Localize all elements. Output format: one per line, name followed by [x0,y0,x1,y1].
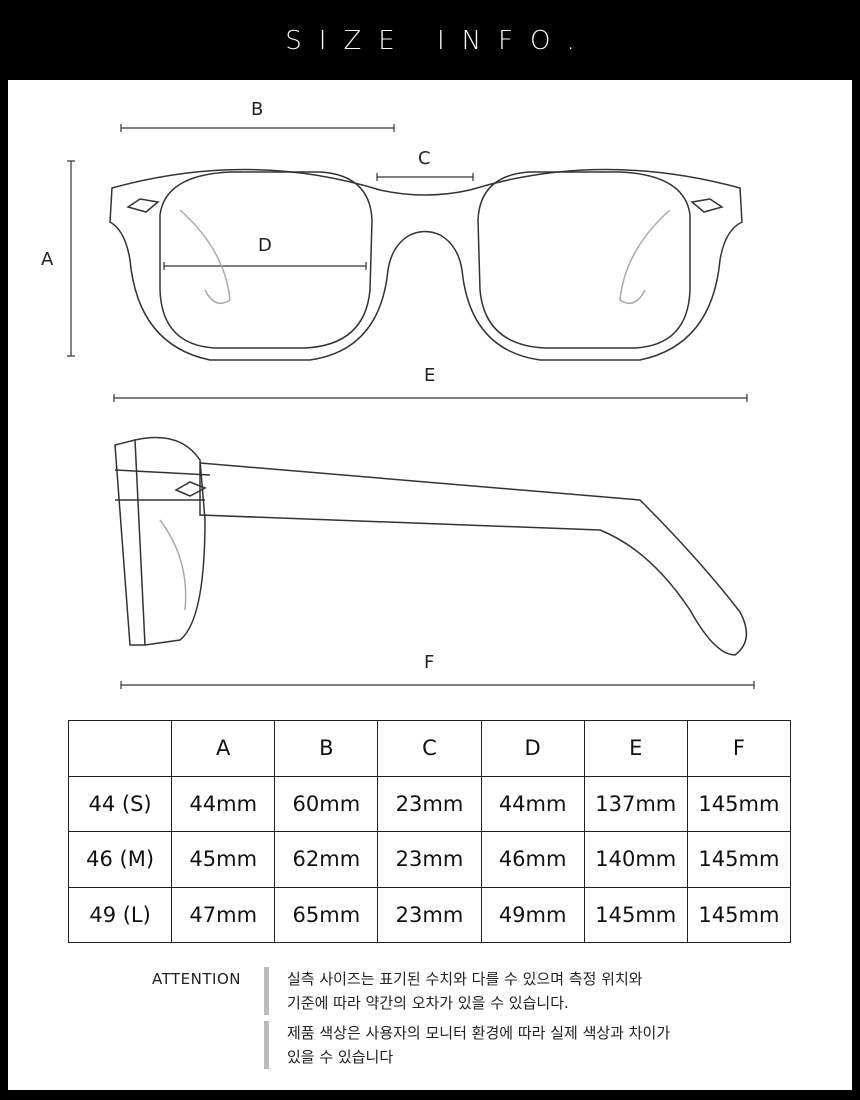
note-line: 있을 수 있습니다 [287,1048,394,1066]
size-cell: 49 (L) [67,886,173,943]
front-view [109,168,743,361]
attention-label: ATTENTION [152,970,241,988]
header-cell: F [686,720,792,777]
table-row: 46 (M) 45mm 62mm 23mm 46mm 140mm 145mm [67,831,792,888]
label-e: E [424,365,436,386]
value-cell: 46mm [480,831,585,888]
header-cell: E [583,720,688,777]
header-cell: A [171,720,276,777]
value-cell: 60mm [274,775,379,832]
header-cell: C [377,720,482,777]
header-cell: B [274,720,379,777]
value-cell: 65mm [274,886,379,943]
value-cell: 23mm [377,831,482,888]
value-cell: 62mm [274,831,379,888]
value-cell: 23mm [377,886,482,943]
attention-note: 제품 색상은 사용자의 모니터 환경에 따라 실제 색상과 차이가 있을 수 있… [264,1021,670,1069]
table-row: 44 (S) 44mm 60mm 23mm 44mm 137mm 145mm [67,775,792,832]
value-cell: 44mm [480,775,585,832]
label-c: C [418,148,431,169]
label-f: F [424,652,435,673]
note-line: 실측 사이즈는 표기된 수치와 다를 수 있으며 측정 위치와 [287,970,643,988]
table-header-row: A B C D E F [67,720,792,777]
value-cell: 23mm [377,775,482,832]
table-row: 49 (L) 47mm 65mm 23mm 49mm 145mm 145mm [67,886,792,943]
value-cell: 49mm [480,886,585,943]
size-table: A B C D E F 44 (S) 44mm 60mm 23mm 44mm 1… [67,720,792,943]
value-cell: 137mm [583,775,688,832]
note-line: 제품 색상은 사용자의 모니터 환경에 따라 실제 색상과 차이가 [287,1024,671,1042]
glasses-diagram [67,124,755,689]
attention-note: 실측 사이즈는 표기된 수치와 다를 수 있으며 측정 위치와 기준에 따라 약… [264,967,643,1015]
size-cell: 44 (S) [67,775,173,832]
value-cell: 145mm [686,886,792,943]
side-view [114,436,748,656]
header-cell: D [480,720,585,777]
label-b: B [251,99,264,120]
page-title: SIZE INFO. [285,26,592,56]
value-cell: 145mm [686,831,792,888]
size-cell: 46 (M) [67,831,173,888]
value-cell: 140mm [583,831,688,888]
label-a: A [41,249,54,270]
value-cell: 145mm [583,886,688,943]
label-d: D [258,235,272,256]
dimension-lines [67,124,755,689]
value-cell: 44mm [171,775,276,832]
note-line: 기준에 따라 약간의 오차가 있을 수 있습니다. [287,994,569,1012]
header-cell [67,720,173,777]
value-cell: 145mm [686,775,792,832]
value-cell: 47mm [171,886,276,943]
value-cell: 45mm [171,831,276,888]
